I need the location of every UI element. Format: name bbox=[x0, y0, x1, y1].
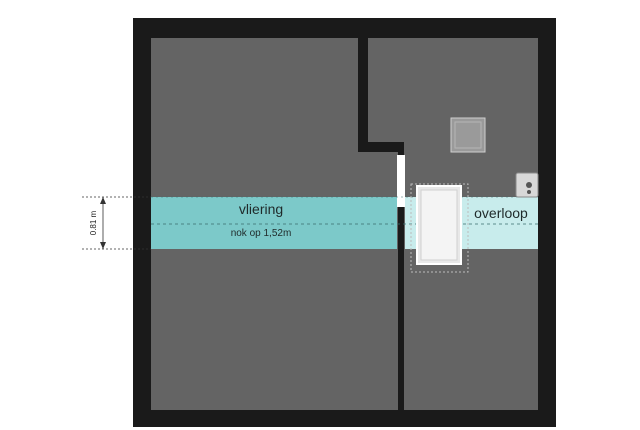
skylight-icon bbox=[450, 117, 486, 153]
divider-wall-lower bbox=[398, 150, 404, 410]
zone-vliering bbox=[151, 197, 397, 249]
divider-wall-ledge bbox=[358, 142, 404, 152]
door-opening bbox=[397, 155, 405, 207]
stair-icon bbox=[410, 183, 469, 273]
height-dimension-label: 0.81 m bbox=[89, 210, 98, 235]
divider-wall-upper bbox=[358, 38, 368, 150]
room-label-vliering: vliering bbox=[239, 201, 283, 217]
room-label-overloop: overloop bbox=[474, 205, 528, 221]
height-dimension bbox=[82, 196, 151, 250]
room-sublabel-vliering: nok op 1,52m bbox=[231, 228, 292, 239]
boiler-icon bbox=[515, 172, 539, 198]
